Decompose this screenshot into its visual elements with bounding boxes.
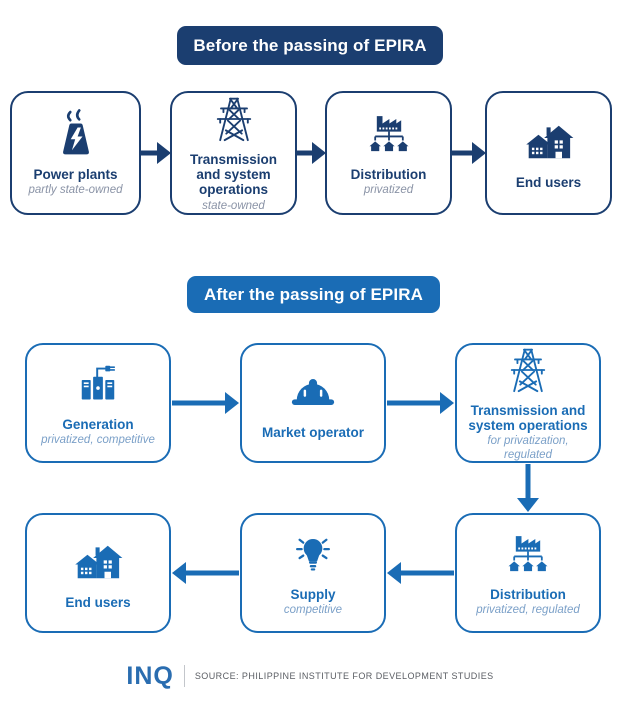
box-label: Generation (62, 417, 134, 433)
source-attribution: SOURCE: PHILIPPINE INSTITUTE FOR DEVELOP… (194, 671, 494, 681)
after-box-distribution: Distribution privatized, regulated (455, 513, 601, 633)
box-subtitle: privatized, competitive (41, 434, 155, 447)
box-label: Power plants (33, 167, 118, 183)
after-box-transmission: Transmission and system operations for p… (455, 343, 601, 463)
box-label: End users (515, 174, 582, 190)
before-box-distribution: Distribution privatized (325, 91, 452, 215)
flow-arrow-right-icon (451, 142, 486, 164)
light-bulb-icon (285, 528, 341, 580)
box-label: Distribution (350, 167, 427, 183)
box-label: Transmission and system operations (468, 403, 588, 434)
box-subtitle: competitive (283, 604, 343, 617)
box-label: Supply (290, 587, 336, 603)
transmission-tower-icon (206, 93, 262, 145)
after-box-supply: Supply competitive (240, 513, 386, 633)
box-subtitle: privatized (363, 184, 414, 197)
flow-arrow-down-icon (517, 464, 539, 512)
flow-arrow-right-icon (172, 392, 239, 414)
after-banner-label: After the passing of EPIRA (204, 284, 423, 304)
footer: INQ SOURCE: PHILIPPINE INSTITUTE FOR DEV… (0, 659, 620, 693)
flow-arrow-left-icon (172, 562, 239, 584)
flow-arrow-right-icon (296, 142, 326, 164)
after-box-end-users: End users (25, 513, 171, 633)
box-subtitle: for privatization, regulated (487, 435, 569, 461)
flow-arrow-right-icon (387, 392, 454, 414)
before-banner-label: Before the passing of EPIRA (193, 35, 427, 55)
power-plant-icon (48, 108, 104, 160)
footer-divider (183, 665, 185, 687)
house-icon (521, 116, 577, 168)
box-label: End users (65, 594, 131, 610)
flow-arrow-right-icon (140, 142, 171, 164)
after-section-banner: After the passing of EPIRA (187, 276, 440, 313)
distribution-network-icon (500, 528, 556, 580)
transmission-tower-icon (500, 344, 556, 396)
after-box-generation: Generation privatized, competitive (25, 343, 171, 463)
box-subtitle: state-owned (202, 199, 265, 212)
box-subtitle: privatized, regulated (476, 604, 580, 617)
box-label: Market operator (261, 424, 365, 440)
before-box-transmission: Transmission and system operations state… (170, 91, 297, 215)
box-label: Distribution (490, 587, 566, 603)
distribution-network-icon (361, 108, 417, 160)
house-icon (70, 536, 126, 588)
before-box-power-plants: Power plants partly state-owned (10, 91, 141, 215)
flow-arrow-left-icon (387, 562, 454, 584)
generator-plug-icon (70, 358, 126, 410)
before-box-end-users: End users (485, 91, 612, 215)
box-label: Transmission and system operations (189, 152, 278, 198)
inq-logo: INQ (126, 661, 174, 690)
after-box-market-operator: Market operator (240, 343, 386, 463)
box-subtitle: partly state-owned (28, 184, 123, 197)
hard-hat-icon (285, 366, 341, 418)
before-section-banner: Before the passing of EPIRA (177, 26, 443, 65)
